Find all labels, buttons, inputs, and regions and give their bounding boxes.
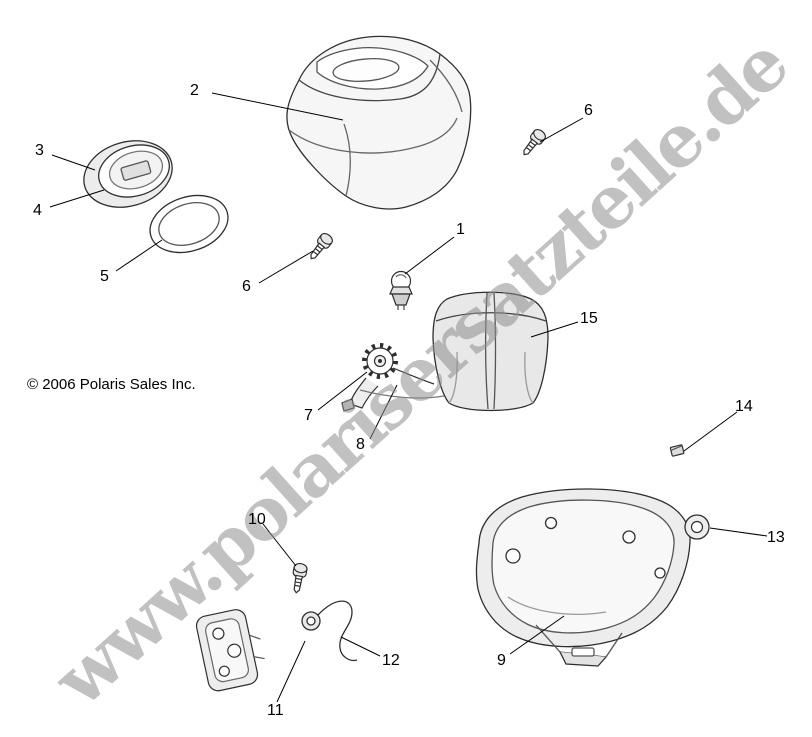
part-bulb (389, 270, 413, 310)
callout-10: 10 (248, 511, 266, 528)
callout-4: 4 (33, 202, 42, 219)
callout-15: 15 (580, 310, 598, 327)
part-headlight-assembly (432, 291, 549, 412)
copyright-text: © 2006 Polaris Sales Inc. (27, 376, 196, 393)
part-pod-cover (286, 35, 472, 210)
callout-leader-lines (49, 92, 768, 703)
part-adjuster-bracket (341, 367, 445, 412)
callout-8: 8 (356, 436, 365, 453)
callout-3: 3 (35, 142, 44, 159)
part-screw-mid (305, 230, 336, 264)
part-clip-nut (669, 444, 685, 457)
part-washer (684, 514, 710, 540)
part-mounting-bracket (195, 609, 265, 692)
part-socket-wire (301, 600, 358, 662)
callout-1: 1 (456, 221, 465, 238)
part-gauge-seal (149, 194, 229, 254)
callout-14: 14 (735, 398, 753, 415)
callout-9: 9 (497, 652, 506, 669)
callout-6-mid: 6 (242, 278, 251, 295)
callout-7: 7 (304, 407, 313, 424)
callout-5: 5 (100, 268, 109, 285)
part-gauge-cluster (83, 140, 173, 208)
callout-11: 11 (267, 702, 284, 719)
part-screw-top (518, 126, 549, 160)
part-adjuster-gear (362, 343, 398, 379)
callout-12: 12 (382, 652, 400, 669)
part-screw-lower (289, 561, 309, 595)
part-pod-housing (475, 488, 691, 667)
callout-2: 2 (190, 82, 199, 99)
callout-6-top: 6 (584, 102, 593, 119)
callout-13: 13 (767, 529, 785, 546)
